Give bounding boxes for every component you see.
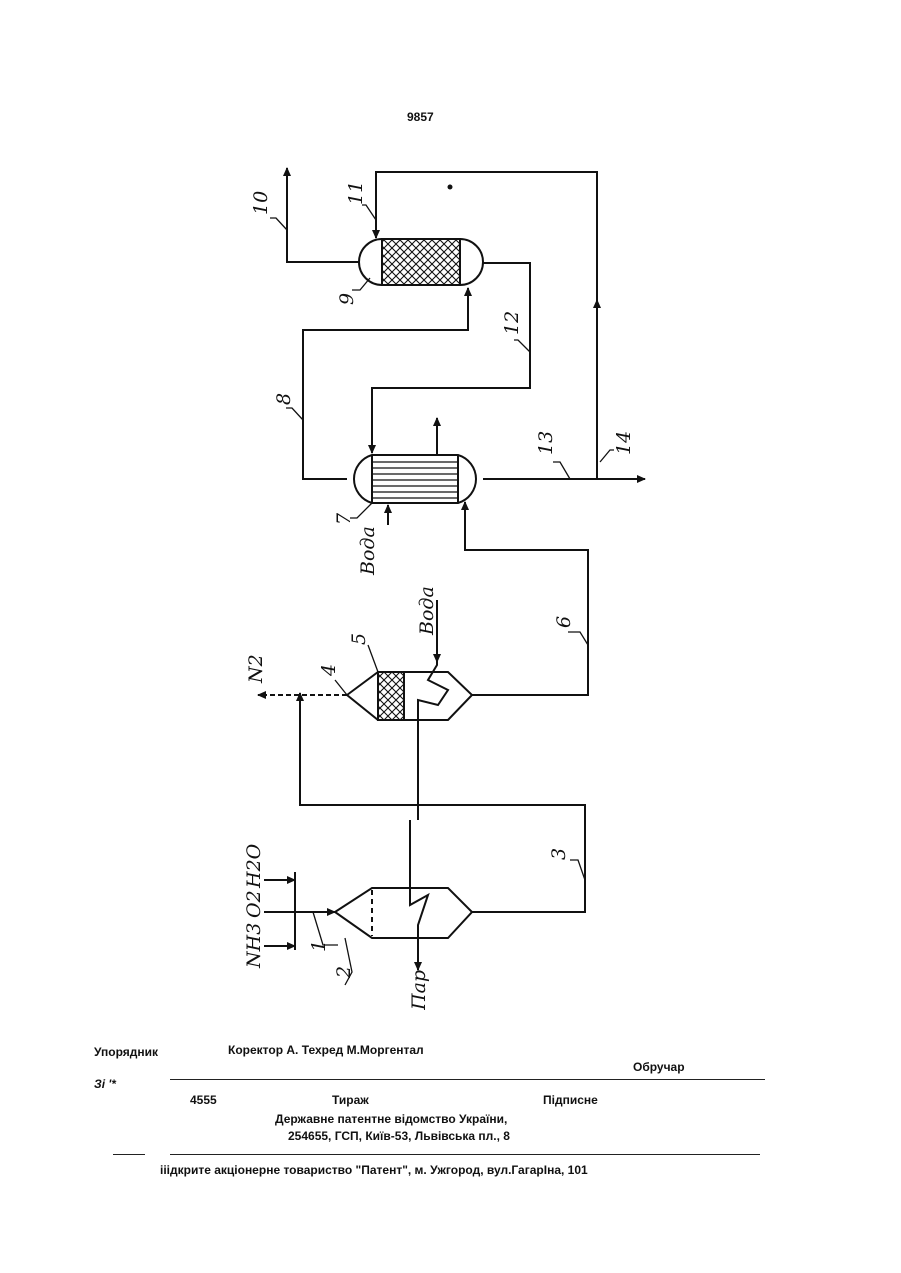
label-4: 4 bbox=[318, 664, 340, 677]
footer-rule-top bbox=[170, 1079, 765, 1080]
label-nh3: NH3 bbox=[243, 923, 265, 969]
label-7: 7 bbox=[333, 512, 355, 525]
label-9: 9 bbox=[336, 293, 358, 305]
label-1: 1 bbox=[308, 940, 330, 952]
office-line-1: Державне патентне відомство України, bbox=[275, 1112, 507, 1126]
printer-line: ііідкрите акціонерне товариство "Патент"… bbox=[160, 1163, 588, 1177]
packing-5 bbox=[378, 672, 404, 720]
reactor-2-coil bbox=[410, 820, 428, 970]
label-5: 5 bbox=[348, 633, 370, 645]
label-n2: N2 bbox=[245, 654, 267, 684]
line-6 bbox=[465, 502, 588, 695]
obruchar-label: Обручар bbox=[633, 1060, 685, 1074]
line-8 bbox=[303, 288, 468, 479]
label-13: 13 bbox=[535, 431, 557, 455]
order-number: 4555 bbox=[190, 1093, 217, 1107]
label-14: 14 bbox=[613, 431, 635, 455]
tirazh-label: Тираж bbox=[332, 1093, 369, 1107]
label-water-5: Вода bbox=[416, 586, 438, 636]
footer-rule-left bbox=[113, 1154, 145, 1155]
label-steam: Пар bbox=[408, 970, 430, 1010]
label-10: 10 bbox=[250, 191, 272, 215]
label-3: 3 bbox=[548, 848, 570, 860]
line-12 bbox=[372, 263, 530, 453]
reactor-2 bbox=[335, 888, 472, 938]
label-water-7: Вода bbox=[357, 526, 379, 576]
absorber-4 bbox=[347, 672, 472, 720]
line-3 bbox=[300, 693, 585, 912]
zi-mark: Зі '* bbox=[94, 1077, 116, 1091]
catalyst-bed-9 bbox=[382, 239, 460, 285]
label-6: 6 bbox=[553, 616, 575, 628]
label-11: 11 bbox=[345, 181, 367, 205]
process-flow-diagram: 1 2 3 4 5 6 7 8 9 10 11 12 13 14 NH3 O2 … bbox=[0, 0, 901, 1010]
label-12: 12 bbox=[501, 311, 523, 335]
label-8: 8 bbox=[273, 393, 295, 405]
office-line-2: 254655, ГСП, Київ-53, Львівська пл., 8 bbox=[288, 1129, 510, 1143]
absorber-coil bbox=[418, 640, 448, 820]
footer-rule-bottom bbox=[170, 1154, 760, 1155]
corrector-techred: Коректор А. Техред М.Моргентал bbox=[228, 1043, 424, 1057]
compiler-label: Упорядник bbox=[94, 1045, 158, 1059]
label-o2: O2 bbox=[243, 890, 265, 918]
pidpysne-label: Підписне bbox=[543, 1093, 598, 1107]
label-h2o: H2O bbox=[243, 843, 265, 889]
label-2: 2 bbox=[333, 966, 355, 979]
